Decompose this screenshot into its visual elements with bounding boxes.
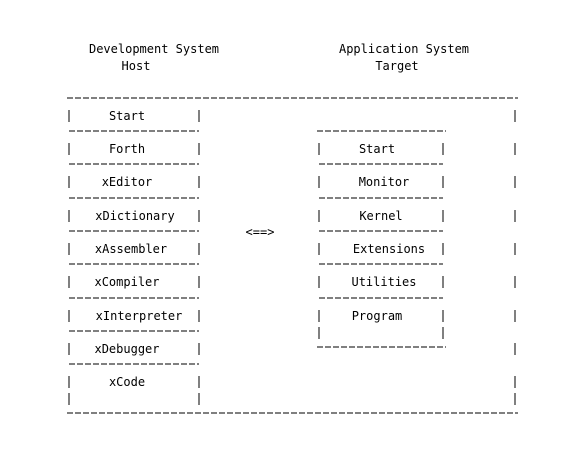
target-item-extensions: Extensions — [353, 242, 425, 256]
host-item-xcode: xCode — [109, 375, 145, 389]
target-item-kernel: Kernel — [359, 209, 402, 223]
host-item-xdebugger: xDebugger — [94, 342, 159, 356]
target-item-monitor: Monitor — [359, 175, 410, 189]
target-header-line1: Application System — [339, 42, 469, 56]
host-header-line2: Host — [122, 59, 151, 73]
host-stack: Start Forth xEditor xDictionary xAssembl… — [69, 109, 200, 405]
target-header-line2: Target — [375, 59, 418, 73]
target-stack: Start Monitor Kernel Extensions Utilitie… — [317, 130, 446, 348]
host-header-line1: Development System — [89, 42, 219, 56]
bidirectional-arrow: <==> — [246, 225, 275, 239]
host-item-xcompiler: xCompiler — [94, 275, 159, 289]
host-item-xinterpreter: xInterpreter — [96, 309, 183, 323]
host-item-xassembler: xAssembler — [95, 242, 167, 256]
target-item-start: Start — [359, 142, 395, 156]
host-item-xdictionary: xDictionary — [95, 209, 174, 223]
outer-frame — [67, 97, 518, 414]
host-item-forth: Forth — [109, 142, 145, 156]
host-item-xeditor: xEditor — [102, 175, 153, 189]
target-item-program: Program — [352, 309, 403, 323]
target-item-utilities: Utilities — [351, 275, 416, 289]
host-item-start: Start — [109, 109, 145, 123]
